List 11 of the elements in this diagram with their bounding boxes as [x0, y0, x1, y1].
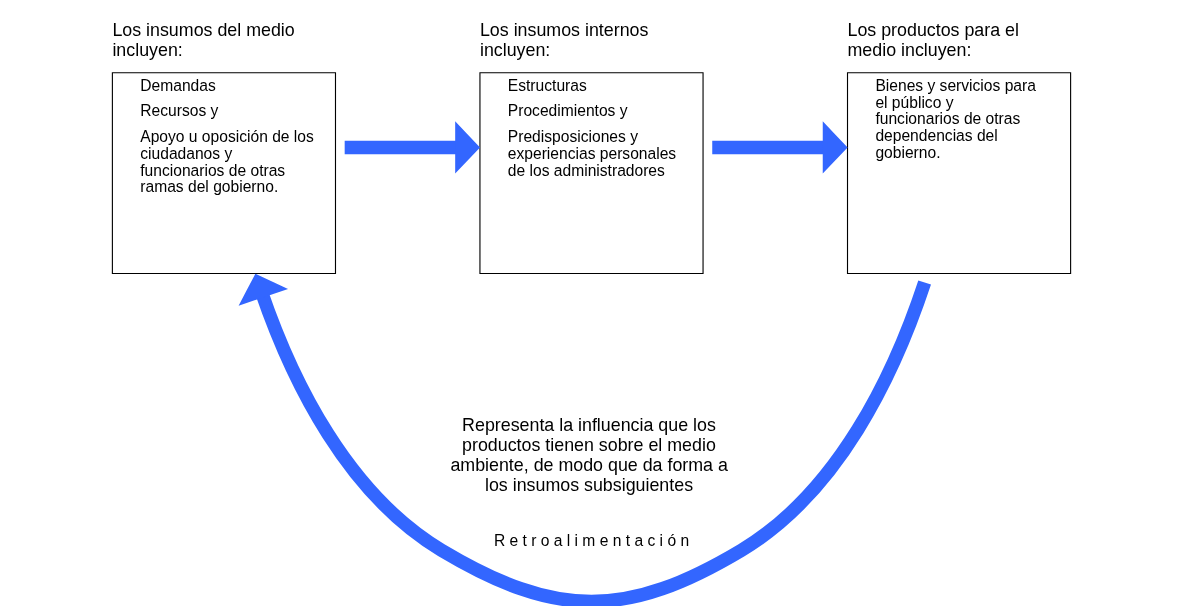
arrow [238, 273, 931, 606]
node-box: Estructuras Procedimientos y Predisposiciones y experiencias personales de los administradores [478, 72, 704, 275]
node-label: Los insumos del medio incluyen: [111, 19, 295, 60]
node-label: Los productos para el medio incluyen: [847, 19, 1019, 60]
edge-label: R e t r o a l i m e n t a c i ó n [493, 531, 689, 549]
node-box: Bienes y servicios para el público y funcionarios de otras dependencias del gobierno. [846, 72, 1071, 275]
arrow [711, 121, 848, 174]
node-label: Los insumos internos incluyen: [479, 19, 648, 60]
label: Representa la influencia que los productos tienen sobre el medio ambiente, de modo que da forma a los insumos subsiguientes [449, 414, 728, 495]
node-box: Demandas Recursos y Apoyo u oposición de los ciudadanos y funcionarios de otras ramas del gobierno. [111, 72, 336, 275]
arrow [344, 121, 480, 174]
